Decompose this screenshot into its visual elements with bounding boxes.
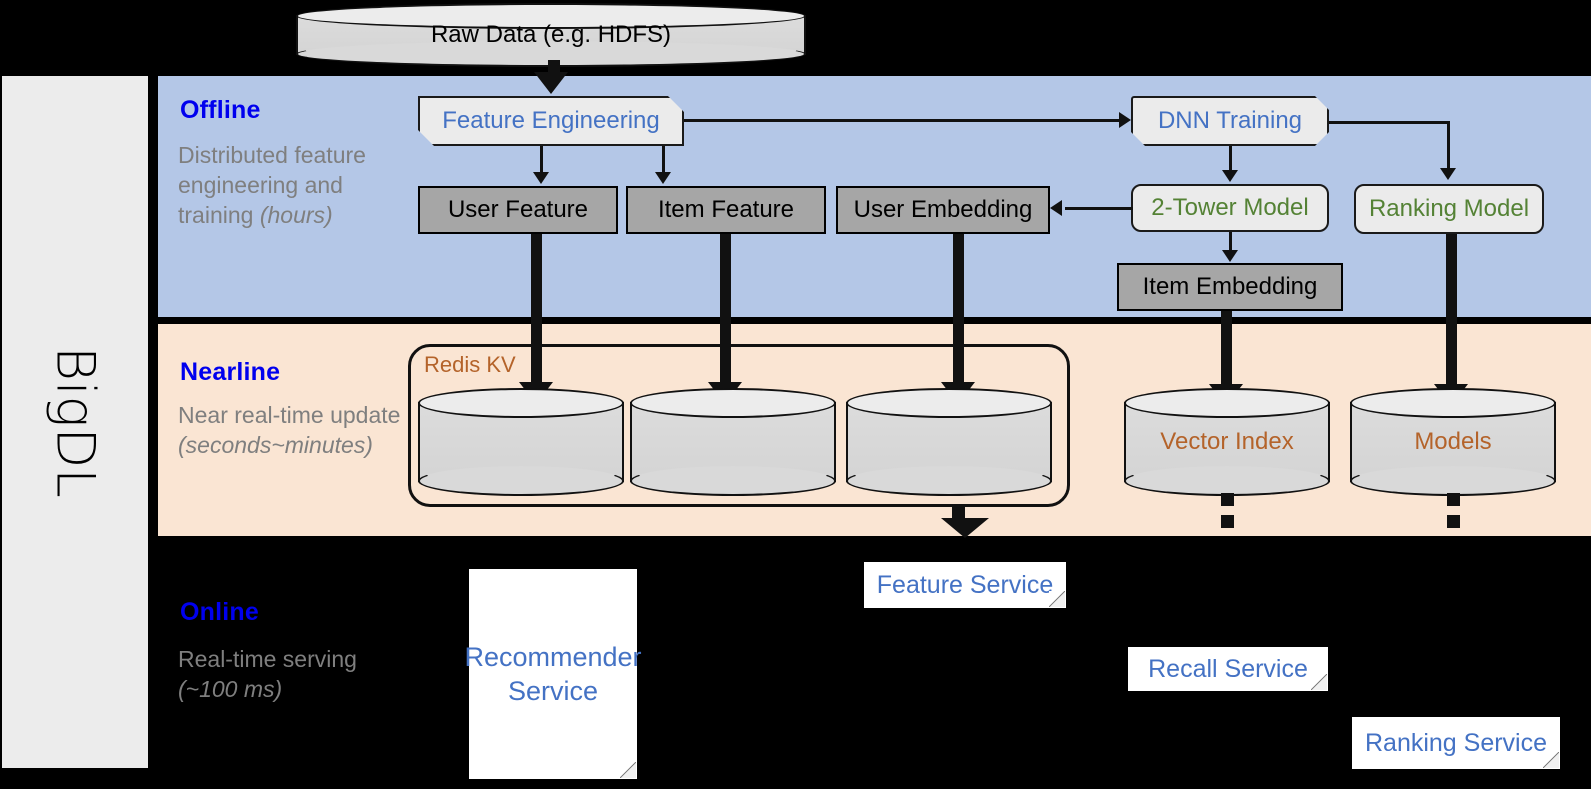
- cylinder-bottom: [1350, 466, 1556, 496]
- userembedding-to-store3-stem: [953, 234, 964, 386]
- feature-engineering-label: Feature Engineering: [442, 107, 660, 134]
- two-tower-model-box[interactable]: 2-Tower Model: [1131, 184, 1329, 232]
- raw-data-label: Raw Data (e.g. HDFS): [430, 21, 672, 48]
- online-subtitle: Real-time serving (~100 ms): [178, 644, 393, 704]
- nearline-subtitle: Near real-time update (seconds~minutes): [178, 400, 418, 460]
- fe-to-userfeature-arrow: [533, 172, 549, 184]
- user-embedding-label: User Embedding: [853, 196, 1033, 223]
- offline-title: Offline: [180, 96, 261, 124]
- item-embedding-box[interactable]: Item Embedding: [1117, 263, 1343, 311]
- redis-store-3[interactable]: [846, 388, 1052, 496]
- recall-service-note[interactable]: Recall Service: [1128, 647, 1328, 691]
- itemembedding-to-vectorindex-stem: [1221, 311, 1232, 388]
- fe-to-itemfeature-arrow: [655, 172, 671, 184]
- twotower-to-itemembedding-line: [1229, 232, 1232, 252]
- offline-subtitle: Distributed feature engineering and trai…: [178, 140, 393, 230]
- page-fold-icon: [1543, 752, 1559, 768]
- recommender-service-label: Recommender Service: [464, 642, 642, 706]
- raw-data-cylinder: Raw Data (e.g. HDFS): [296, 3, 806, 67]
- fe-to-dnn-line: [684, 119, 1119, 122]
- ranking-service-note[interactable]: Ranking Service: [1352, 717, 1560, 769]
- item-feature-label: Item Feature: [657, 196, 795, 223]
- twotower-to-userembedding-line: [1065, 207, 1133, 210]
- online-subtitle-em: (~100 ms): [178, 676, 283, 702]
- vector-index-label: Vector Index: [1160, 428, 1294, 455]
- dnn-to-ranking-h: [1329, 121, 1449, 124]
- store3-to-featureservice-head: [941, 518, 989, 538]
- offline-subtitle-text: Distributed feature engineering and trai…: [178, 142, 366, 228]
- dnn-training-box[interactable]: DNN Training: [1131, 96, 1329, 146]
- cylinder-top: [630, 388, 836, 418]
- dnn-to-ranking-arrow: [1440, 168, 1456, 180]
- cylinder-bottom: [846, 466, 1052, 496]
- models-label: Models: [1414, 428, 1492, 455]
- bigdl-sidebar: BigDL: [2, 76, 148, 768]
- vector-index-dash-2: [1221, 515, 1234, 528]
- page-fold-icon: [620, 762, 636, 778]
- cylinder-bottom: [418, 466, 624, 496]
- ranking-model-label: Ranking Model: [1368, 195, 1530, 222]
- recommender-service-note[interactable]: Recommender Service: [464, 569, 642, 779]
- cylinder-top: [418, 388, 624, 418]
- redis-store-1[interactable]: [418, 388, 624, 496]
- fe-to-dnn-arrow: [1119, 112, 1131, 128]
- item-embedding-label: Item Embedding: [1142, 273, 1318, 300]
- models-dash-2: [1447, 515, 1460, 528]
- models-dash-1: [1447, 493, 1460, 506]
- ranking-model-box[interactable]: Ranking Model: [1354, 184, 1544, 234]
- feature-service-label: Feature Service: [876, 570, 1054, 599]
- cylinder-top: [1350, 388, 1556, 418]
- cylinder-top: [1124, 388, 1330, 418]
- models-cylinder[interactable]: Models: [1350, 388, 1556, 496]
- page-fold-icon: [1311, 674, 1327, 690]
- cylinder-bottom: [630, 466, 836, 496]
- online-title: Online: [180, 598, 259, 626]
- redis-kv-label: Redis KV: [424, 352, 516, 377]
- page-fold-icon: [1049, 591, 1065, 607]
- twotower-to-itemembedding-arrow: [1222, 250, 1238, 262]
- user-embedding-box[interactable]: User Embedding: [836, 186, 1050, 234]
- dnn-training-label: DNN Training: [1157, 107, 1303, 134]
- cylinder-top: [846, 388, 1052, 418]
- fe-to-userfeature-line: [540, 146, 543, 174]
- fe-to-itemfeature-line: [662, 146, 665, 174]
- redis-kv-container: [408, 344, 1070, 507]
- cylinder-bottom: [1124, 466, 1330, 496]
- item-feature-box[interactable]: Item Feature: [626, 186, 826, 234]
- dnn-to-twotower-arrow: [1222, 170, 1238, 182]
- vector-index-dash-1: [1221, 493, 1234, 506]
- cylinder-top: [296, 3, 806, 29]
- user-feature-box[interactable]: User Feature: [418, 186, 618, 234]
- raw-data-arrow-head: [534, 72, 568, 94]
- two-tower-model-label: 2-Tower Model: [1151, 194, 1309, 221]
- twotower-to-userembedding-arrow: [1050, 200, 1062, 216]
- redis-store-2[interactable]: [630, 388, 836, 496]
- itemfeature-to-store2-stem: [720, 234, 731, 386]
- user-feature-label: User Feature: [447, 196, 589, 223]
- store3-to-featureservice-dash: [952, 506, 965, 519]
- dnn-to-ranking-v: [1447, 121, 1450, 170]
- bigdl-label: BigDL: [44, 346, 106, 498]
- feature-engineering-box[interactable]: Feature Engineering: [418, 96, 684, 146]
- dnn-to-twotower-line: [1229, 146, 1232, 172]
- offline-subtitle-em: (hours): [259, 202, 333, 228]
- nearline-title: Nearline: [180, 358, 281, 386]
- vector-index-cylinder[interactable]: Vector Index: [1124, 388, 1330, 496]
- online-subtitle-text: Real-time serving: [178, 646, 357, 672]
- rankingmodel-to-models-stem: [1446, 234, 1457, 388]
- nearline-subtitle-text: Near real-time update: [178, 402, 401, 428]
- nearline-subtitle-em: (seconds~minutes): [178, 432, 373, 458]
- userfeature-to-store1-stem: [531, 234, 542, 386]
- feature-service-note[interactable]: Feature Service: [864, 562, 1066, 608]
- ranking-service-label: Ranking Service: [1364, 728, 1548, 757]
- recall-service-label: Recall Service: [1148, 654, 1308, 683]
